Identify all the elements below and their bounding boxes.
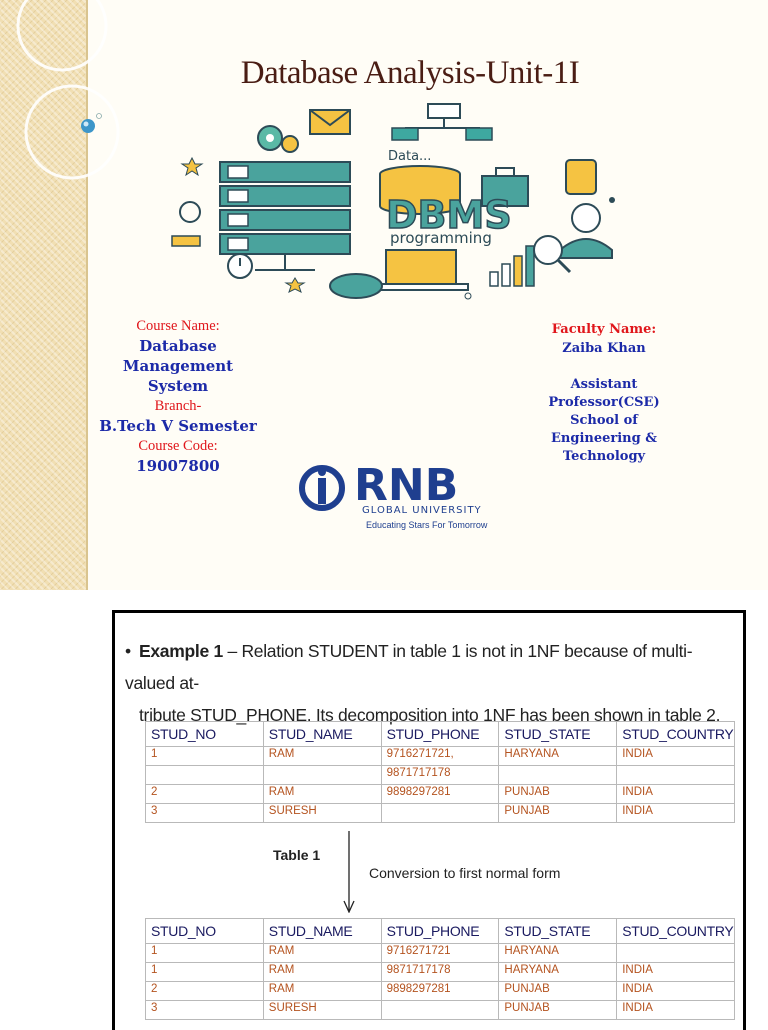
designation-line4: Engineering & bbox=[551, 431, 657, 446]
table-cell: 1 bbox=[145, 943, 264, 963]
course-code-label: Course Code: bbox=[138, 438, 218, 454]
branch-label: Branch- bbox=[154, 398, 202, 414]
course-code-value: 19007800 bbox=[136, 457, 220, 475]
table-cell: INDIA bbox=[616, 746, 735, 766]
title-slide: Database Analysis-Unit-1I bbox=[0, 0, 694, 590]
table-2-header-stud-state: STUD_STATE bbox=[498, 918, 618, 944]
table-cell bbox=[616, 765, 735, 785]
logo-name: RNB bbox=[354, 460, 458, 511]
course-info: Course Name: Database Management System … bbox=[88, 316, 268, 476]
side-divider bbox=[86, 0, 88, 590]
table-cell: PUNJAB bbox=[498, 803, 618, 823]
table-cell: PUNJAB bbox=[498, 784, 618, 804]
art-programming-label: programming bbox=[390, 229, 492, 247]
faculty-info: Faculty Name: Zaiba Khan Assistant Profe… bbox=[514, 320, 694, 466]
table-cell: 2 bbox=[145, 981, 264, 1001]
table-row: 9871717178 bbox=[145, 765, 735, 785]
example-text-line1: – Relation STUDENT in table 1 is not in … bbox=[125, 641, 693, 693]
course-name-label: Course Name: bbox=[136, 318, 220, 334]
table-cell bbox=[380, 803, 500, 823]
table-2-header-stud-name: STUD_NAME bbox=[262, 918, 382, 944]
table-1-header-stud-name: STUD_NAME bbox=[262, 721, 382, 747]
table-cell: 9716271721 bbox=[380, 943, 500, 963]
table-cell bbox=[616, 943, 735, 963]
table-cell: INDIA bbox=[616, 784, 735, 804]
course-name-line1: Database bbox=[139, 337, 217, 355]
down-arrow-icon bbox=[343, 831, 355, 913]
table-cell: PUNJAB bbox=[498, 1000, 618, 1020]
table-1-header-stud-phone: STUD_PHONE bbox=[380, 721, 500, 747]
example-title: Example 1 bbox=[139, 641, 223, 661]
table-cell: INDIA bbox=[616, 962, 735, 982]
table-cell: RAM bbox=[262, 981, 382, 1001]
conversion-label: Conversion to first normal form bbox=[369, 865, 561, 881]
table-1-header-stud-no: STUD_NO bbox=[145, 721, 264, 747]
table-1-header-stud-country: STUD_COUNTRY bbox=[616, 721, 735, 747]
table-cell: SURESH bbox=[262, 1000, 382, 1020]
table-cell: INDIA bbox=[616, 803, 735, 823]
designation-line2: Professor(CSE) bbox=[548, 395, 660, 410]
table-cell bbox=[145, 765, 264, 785]
table-2-header-stud-phone: STUD_PHONE bbox=[380, 918, 500, 944]
table-cell: 9716271721, bbox=[380, 746, 500, 766]
dbms-illustration: Data... DBMS programming bbox=[171, 103, 615, 300]
table-cell: INDIA bbox=[616, 1000, 735, 1020]
table-1-header-stud-state: STUD_STATE bbox=[498, 721, 618, 747]
table-cell: HARYANA bbox=[498, 962, 618, 982]
example-text-line2: tribute STUD_PHONE. Its decomposition in… bbox=[139, 705, 721, 725]
table-cell: HARYANA bbox=[498, 943, 618, 963]
decorative-side-strip bbox=[0, 0, 86, 590]
university-logo: RNB GLOBAL UNIVERSITY Educating Stars Fo… bbox=[299, 460, 488, 530]
decorative-circles bbox=[16, 0, 120, 180]
art-dbms-label: DBMS bbox=[386, 193, 512, 237]
example-paragraph: • Example 1 – Relation STUDENT in table 1… bbox=[125, 635, 735, 731]
table-cell: 1 bbox=[145, 962, 264, 982]
table-2-header-stud-country: STUD_COUNTRY bbox=[616, 918, 735, 944]
table-cell bbox=[498, 765, 618, 785]
designation-line3: School of bbox=[570, 413, 638, 428]
table-cell: 9898297281 bbox=[380, 981, 500, 1001]
table-cell bbox=[380, 1000, 500, 1020]
course-name-line3: System bbox=[147, 377, 209, 395]
table-cell: 3 bbox=[145, 803, 264, 823]
table-cell: HARYANA bbox=[498, 746, 618, 766]
table-cell: RAM bbox=[262, 784, 382, 804]
branch-value: B.Tech V Semester bbox=[99, 417, 257, 435]
table-cell: RAM bbox=[262, 962, 382, 982]
table-cell: PUNJAB bbox=[498, 981, 618, 1001]
table-cell: 9871717178 bbox=[380, 765, 500, 785]
table-cell: 9898297281 bbox=[380, 784, 500, 804]
table-2-header-stud-no: STUD_NO bbox=[145, 918, 264, 944]
bullet-icon: • bbox=[125, 641, 131, 661]
faculty-name-label: Faculty Name: bbox=[551, 322, 657, 337]
table-1-label: Table 1 bbox=[273, 847, 321, 863]
table-cell: 2 bbox=[145, 784, 264, 804]
faculty-name: Zaiba Khan bbox=[562, 341, 646, 356]
designation-line1: Assistant bbox=[570, 377, 638, 392]
logo-subtitle: GLOBAL UNIVERSITY bbox=[362, 505, 482, 516]
table-cell: 9871717178 bbox=[380, 962, 500, 982]
table-cell: SURESH bbox=[262, 803, 382, 823]
slide-title: Database Analysis-Unit-1I bbox=[240, 55, 580, 91]
normalization-slide: • Example 1 – Relation STUDENT in table 1… bbox=[112, 610, 746, 1030]
art-data-label: Data... bbox=[388, 149, 431, 164]
table-cell: 1 bbox=[145, 746, 264, 766]
table-cell: RAM bbox=[262, 943, 382, 963]
table-cell: INDIA bbox=[616, 981, 735, 1001]
designation-line5: Technology bbox=[562, 449, 646, 464]
table-cell: 3 bbox=[145, 1000, 264, 1020]
table-cell bbox=[262, 765, 382, 785]
table-cell: RAM bbox=[262, 746, 382, 766]
logo-tagline: Educating Stars For Tomorrow bbox=[366, 520, 488, 530]
course-name-line2: Management bbox=[122, 357, 234, 375]
